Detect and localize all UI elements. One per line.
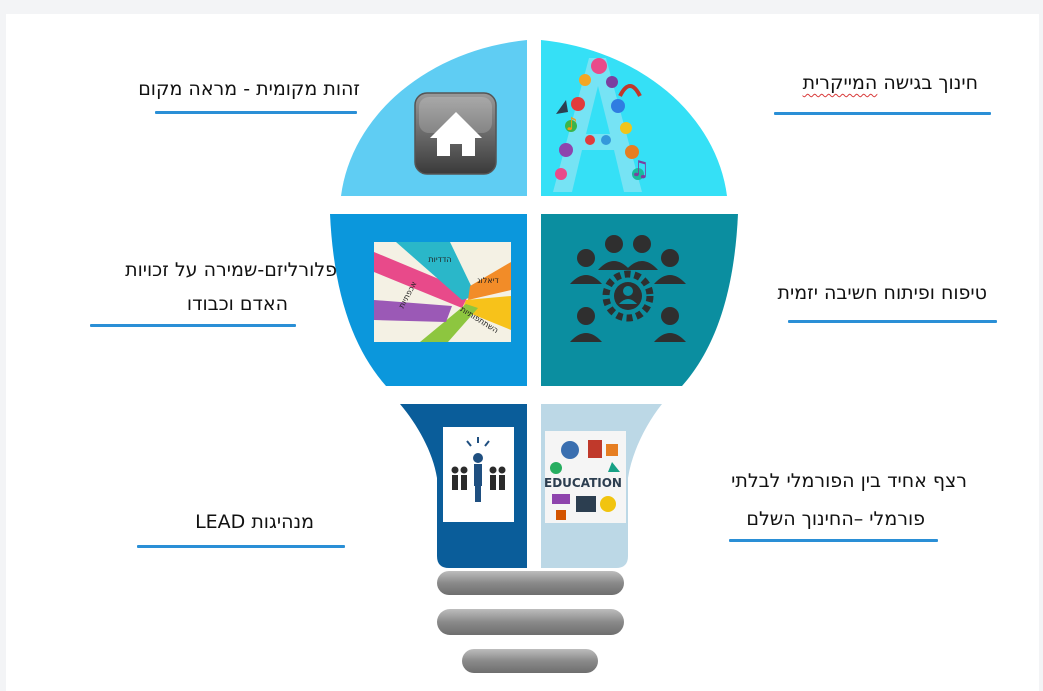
label-leadership-underline <box>137 545 345 548</box>
label-maker-education-underline <box>774 112 991 115</box>
label-local-identity-underline <box>155 111 357 114</box>
label-leadership: מנהיגות LEAD <box>195 511 314 533</box>
label-continuum-underline <box>729 539 938 542</box>
label-continuum-line2: פורמלי –החינוך השלם <box>746 508 925 530</box>
window-right-border <box>1039 0 1043 691</box>
education-collage-image <box>545 431 626 523</box>
label-pluralism-line2: האדם וכבודו <box>186 293 288 315</box>
svg-text:♫: ♫ <box>630 157 650 182</box>
label-maker-education-plain: חינוך בגישה <box>877 72 978 94</box>
hands-word-2: דיאלוג <box>477 276 499 285</box>
label-continuum-line1: רצף אחיד בין הפורמלי לבלתי <box>731 470 967 492</box>
maker-letter-a-image: ♫ ♪ <box>553 58 650 192</box>
home-icon <box>414 92 497 175</box>
label-entrepreneurial-thinking-underline <box>788 320 997 323</box>
hands-word-1: הדדיות <box>428 255 451 264</box>
window-left-border <box>0 0 6 691</box>
team-network-icon <box>570 235 686 342</box>
label-maker-education-wavy: המייקרית <box>802 72 878 94</box>
label-maker-education: חינוך בגישה המייקרית <box>803 68 978 98</box>
label-entrepreneurial-thinking: טיפוח ופיתוח חשיבה יזמית <box>777 282 987 304</box>
window-top-border <box>0 0 1043 14</box>
leadership-icon <box>443 427 514 522</box>
label-local-identity: זהות מקומית - מראה מקום <box>138 78 360 100</box>
hands-collaboration-image <box>374 242 511 342</box>
label-pluralism-underline <box>90 324 296 327</box>
bulb-base <box>437 571 624 673</box>
education-word: EDUCATION <box>544 476 622 490</box>
label-pluralism-line1: פלורליזם-שמירה על זכויות <box>125 259 337 281</box>
svg-text:♪: ♪ <box>566 114 578 135</box>
